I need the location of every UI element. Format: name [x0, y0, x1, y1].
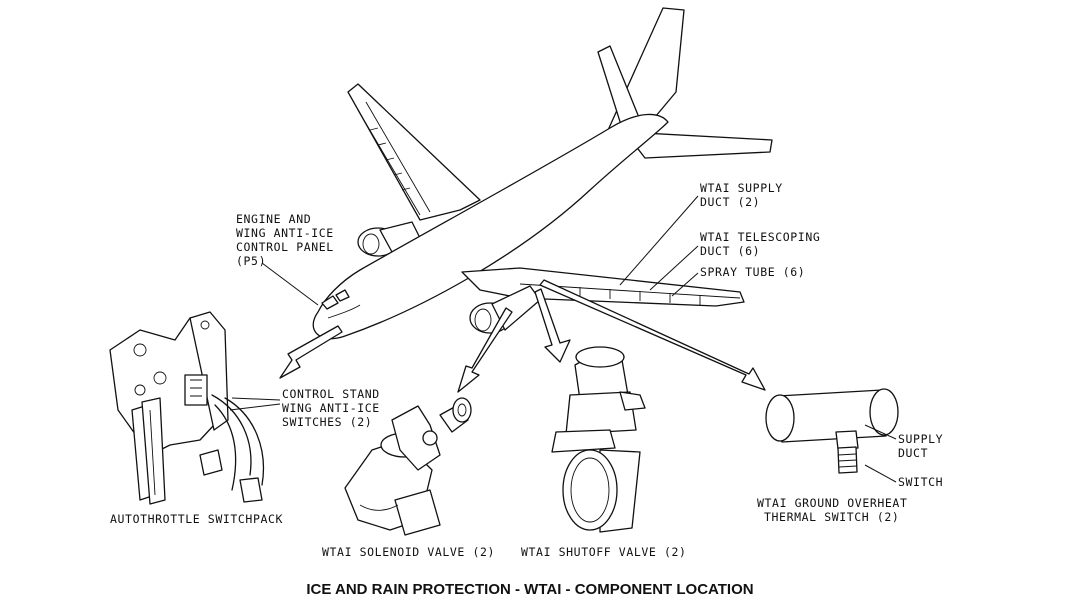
solenoid-valve-illustration: [344, 397, 472, 536]
svg-text:CONTROL PANEL: CONTROL PANEL: [236, 240, 334, 254]
svg-text:(P5): (P5): [236, 254, 266, 268]
label-supply-duct-detail: SUPPLY DUCT: [898, 432, 943, 460]
autothrottle-switchpack-illustration: [109, 311, 265, 505]
label-supply-duct: WTAI SUPPLY DUCT (2): [700, 181, 783, 209]
label-control-stand: CONTROL STAND WING ANTI-ICE SWITCHES (2): [282, 387, 380, 429]
label-shutoff-valve: WTAI SHUTOFF VALVE (2): [521, 545, 687, 559]
svg-text:WTAI GROUND OVERHEAT: WTAI GROUND OVERHEAT: [757, 496, 907, 510]
label-ground-overheat: WTAI GROUND OVERHEAT THERMAL SWITCH (2): [757, 496, 907, 524]
svg-text:DUCT (2): DUCT (2): [700, 195, 760, 209]
figure-caption: ICE AND RAIN PROTECTION - WTAI - COMPONE…: [306, 581, 753, 598]
svg-text:SUPPLY: SUPPLY: [898, 432, 943, 446]
svg-text:WTAI TELESCOPING: WTAI TELESCOPING: [700, 230, 820, 244]
svg-text:SWITCHES (2): SWITCHES (2): [282, 415, 372, 429]
location-arrows: [279, 279, 766, 393]
svg-text:WING ANTI-ICE: WING ANTI-ICE: [282, 401, 380, 415]
svg-text:DUCT (6): DUCT (6): [700, 244, 760, 258]
label-telescoping-duct: WTAI TELESCOPING DUCT (6): [700, 230, 820, 258]
label-solenoid-valve: WTAI SOLENOID VALVE (2): [322, 545, 495, 559]
leader-lines: [229, 195, 897, 483]
label-switch: SWITCH: [898, 475, 943, 489]
label-autothrottle: AUTOTHROTTLE SWITCHPACK: [110, 512, 283, 526]
label-engine-panel: ENGINE AND WING ANTI-ICE CONTROL PANEL (…: [236, 212, 334, 268]
shutoff-valve-illustration: [551, 346, 646, 533]
svg-text:WING ANTI-ICE: WING ANTI-ICE: [236, 226, 334, 240]
svg-text:THERMAL SWITCH (2): THERMAL SWITCH (2): [764, 510, 899, 524]
svg-text:CONTROL STAND: CONTROL STAND: [282, 387, 380, 401]
svg-text:DUCT: DUCT: [898, 446, 928, 460]
thermal-switch-illustration: [765, 388, 899, 474]
svg-text:WTAI SUPPLY: WTAI SUPPLY: [700, 181, 783, 195]
label-spray-tube: SPRAY TUBE (6): [700, 265, 805, 279]
svg-text:ENGINE AND: ENGINE AND: [236, 212, 311, 226]
airplane-illustration: [312, 7, 773, 340]
